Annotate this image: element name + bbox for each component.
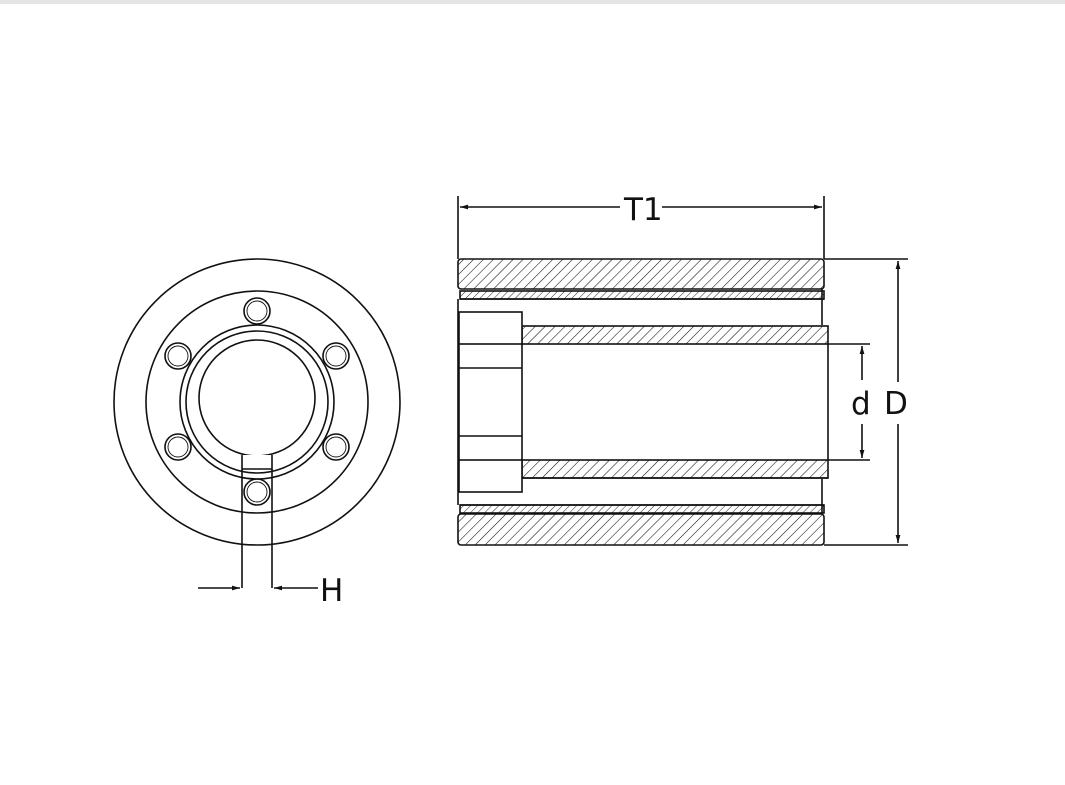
dimension-d-small	[828, 343, 870, 461]
bolt-hole-bottom-left	[164, 433, 192, 461]
bolt-holes	[164, 297, 350, 506]
bore-outline	[198, 339, 316, 457]
label-d-small: d	[851, 386, 871, 422]
inner-ring-inner-outline	[185, 330, 329, 474]
label-t1: T1	[623, 192, 663, 228]
label-d-large: D	[884, 386, 908, 422]
dimension-d-large	[824, 258, 908, 546]
outer-sleeve-top	[459, 290, 825, 300]
section-view	[457, 258, 829, 546]
dimension-t1	[457, 196, 825, 259]
outer-shell-bottom	[457, 513, 825, 546]
flange-block-top	[458, 311, 523, 345]
inner-sleeve-top	[521, 325, 829, 345]
outer-ring-outline	[113, 258, 401, 546]
flange-ring-outline	[145, 290, 369, 514]
front-view	[113, 258, 401, 591]
outer-shell-top	[457, 258, 825, 290]
outer-sleeve-bottom	[459, 504, 825, 514]
bolt-hole-top	[243, 297, 271, 325]
bolt-hole-bottom-right	[322, 433, 350, 461]
inner-sleeve-bottom	[521, 459, 829, 479]
flange-block-bottom	[458, 459, 523, 493]
bolt-hole-top-right	[322, 342, 350, 370]
top-rule	[0, 0, 1065, 4]
bolt-hole-bottom	[243, 478, 271, 506]
label-h: H	[320, 573, 343, 609]
keyway-slot	[241, 455, 273, 470]
bolt-hole-top-left	[164, 342, 192, 370]
